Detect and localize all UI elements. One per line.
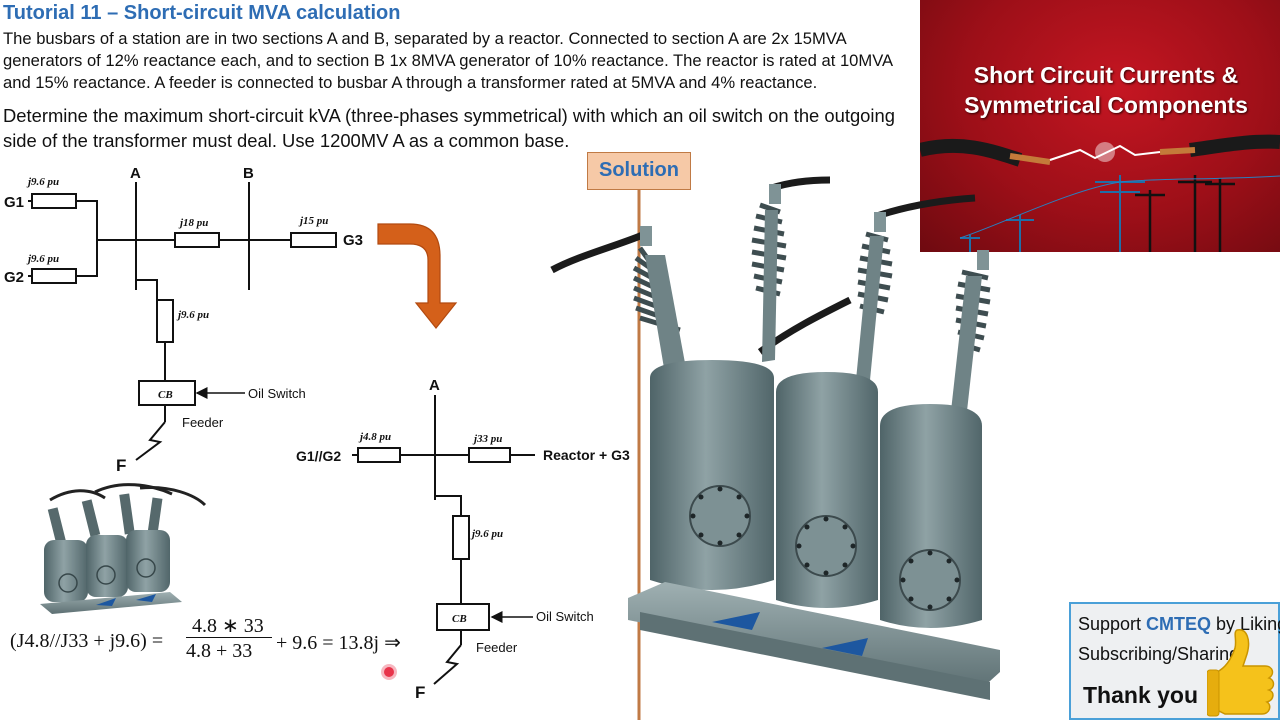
d1-g2-reactance: j9.6 pu <box>26 253 59 265</box>
thank-you-text: Thank you <box>1083 682 1199 708</box>
d1-g1-reactance: j9.6 pu <box>26 176 59 188</box>
support-line-1: Support CMTEQ by Liking <box>1078 614 1280 635</box>
d1-bus-b: B <box>243 165 254 182</box>
support-box: Support CMTEQ by Liking Subscribing/Shar… <box>1069 602 1280 720</box>
d2-oil-switch-label: Oil Switch <box>536 609 594 624</box>
problem-question: Determine the maximum short-circuit kVA … <box>3 105 895 151</box>
d2-bus-a: A <box>429 377 440 394</box>
d2-right-source: Reactor + G3 <box>543 447 630 463</box>
d2-cb-label: CB <box>452 613 467 625</box>
d2-feeder-label: Feeder <box>476 640 518 655</box>
d1-oil-switch-label: Oil Switch <box>248 386 306 401</box>
d1-cb-label: CB <box>158 389 173 401</box>
thumbnail-banner: Short Circuit Currents & Symmetrical Com… <box>920 0 1280 252</box>
diagram1-lines <box>28 182 337 461</box>
d2-fault-label: F <box>415 683 425 702</box>
banner-title-line2: Symmetrical Components <box>964 92 1248 118</box>
d1-bus-a: A <box>130 165 141 182</box>
fraction-bar <box>186 637 272 638</box>
pointer-cursor <box>384 667 394 677</box>
d1-g1-label: G1 <box>4 194 24 211</box>
problem-statement: The busbars of a station are in two sect… <box>3 29 893 92</box>
banner-title-line1: Short Circuit Currents & <box>973 62 1239 88</box>
formula-denominator: 4.8 + 33 <box>186 640 253 662</box>
banner-title: Short Circuit Currents & Symmetrical Com… <box>920 60 1280 120</box>
d1-transformer-reactance: j9.6 pu <box>176 309 209 321</box>
formula-lhs: (J4.8//J33 + j9.6) = <box>10 630 164 652</box>
d1-g2-label: G2 <box>4 269 24 286</box>
d2-right-reactance: j33 pu <box>472 433 502 445</box>
diagram2-lines <box>352 395 535 685</box>
d1-g3-label: G3 <box>343 232 363 249</box>
formula-numerator: 4.8 ∗ 33 <box>192 615 264 637</box>
arrow-icon <box>377 223 458 329</box>
formula-rhs: + 9.6 = 13.8j ⇒ <box>276 632 401 654</box>
oil-switch-illustration <box>550 176 1000 700</box>
support-suffix: by Liking <box>1211 614 1280 634</box>
support-line-2: Subscribing/Sharing <box>1078 644 1240 664</box>
support-brand: CMTEQ <box>1146 614 1212 634</box>
d1-g3-reactance: j15 pu <box>298 215 328 227</box>
page-title: Tutorial 11 – Short-circuit MVA calculat… <box>3 2 401 24</box>
d1-reactor-reactance: j18 pu <box>178 217 208 229</box>
power-lines-illustration <box>920 134 1280 252</box>
d1-feeder-label: Feeder <box>182 415 224 430</box>
d1-fault-label: F <box>116 456 126 475</box>
small-oil-switch-illustration <box>40 483 207 614</box>
d2-transformer-reactance: j9.6 pu <box>470 528 503 540</box>
support-prefix: Support <box>1078 614 1147 634</box>
d2-left-source: G1//G2 <box>296 448 341 464</box>
thumbs-up-icon <box>1207 629 1275 717</box>
d2-left-reactance: j4.8 pu <box>358 431 391 443</box>
solution-label: Solution <box>587 152 691 190</box>
